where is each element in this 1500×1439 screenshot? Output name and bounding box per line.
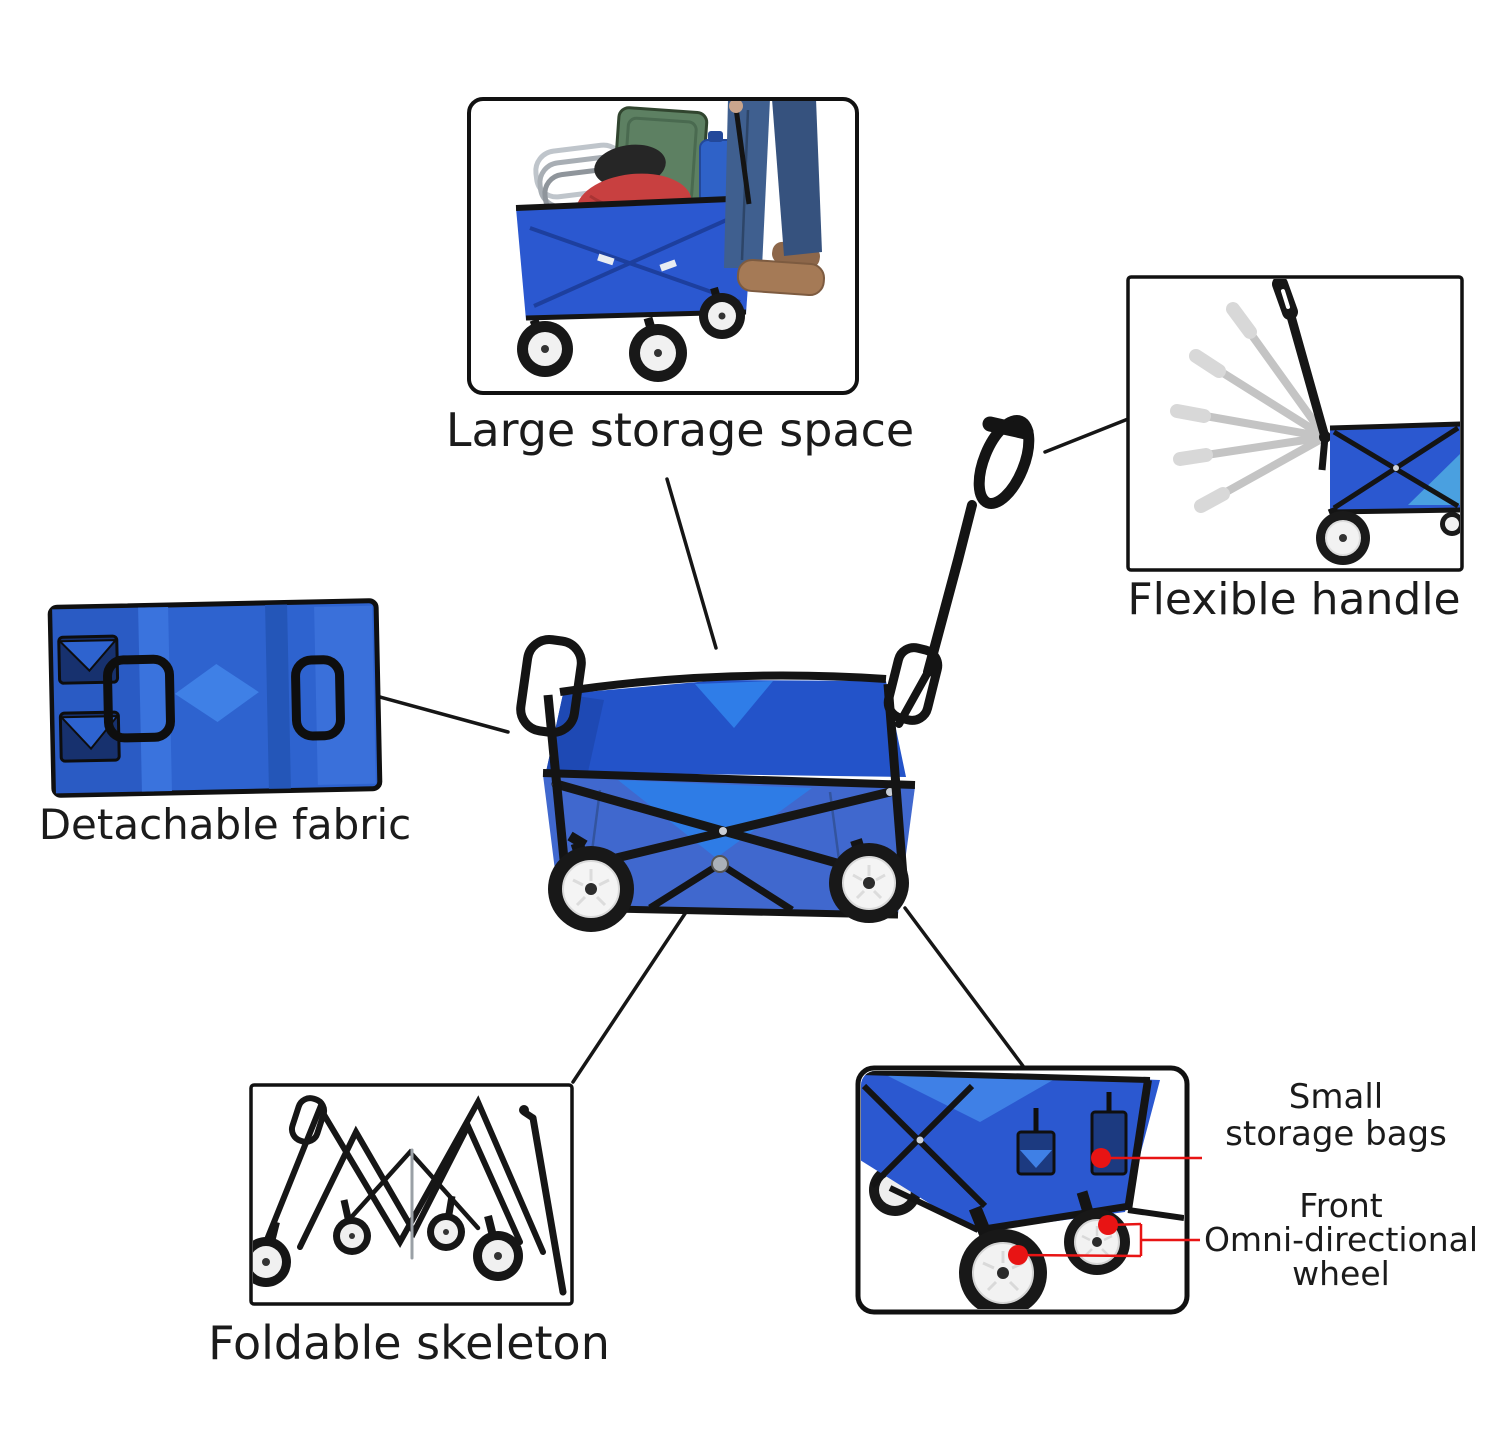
label-front-omni-wheel-line1: Front — [1299, 1186, 1383, 1225]
flex-panel-wagon — [1316, 421, 1460, 565]
wagon-pull-handle — [895, 415, 1035, 728]
label-detachable-fabric: Detachable fabric — [38, 800, 412, 849]
label-large-storage-space: Large storage space — [445, 403, 915, 457]
flexible-handle-illustration — [1170, 279, 1460, 565]
photo-wagon-wheels — [517, 286, 745, 382]
callout-line-fabric — [378, 695, 510, 734]
label-foldable-skeleton: Foldable skeleton — [208, 1316, 610, 1370]
annotation-red-lines — [1017, 1156, 1202, 1258]
fabric-handle-right — [291, 655, 345, 741]
annotation-red-dots — [1008, 1148, 1118, 1265]
label-small-storage-bags-line2: storage bags — [1225, 1114, 1447, 1154]
skeleton-wheels — [253, 1195, 523, 1287]
skeleton-handle — [529, 1114, 567, 1296]
wagon-left-handle-loop — [516, 635, 586, 737]
label-flexible-handle: Flexible handle — [1127, 574, 1461, 625]
fabric-center-flap — [174, 663, 259, 722]
label-small-storage-bags-line1: Small — [1288, 1077, 1384, 1117]
photo-wagon-handle — [733, 107, 752, 205]
label-front-omni-wheel-line3: wheel — [1292, 1254, 1390, 1293]
label-front-omni-wheel-line2: Omni-directional — [1203, 1220, 1479, 1259]
person-hand — [729, 101, 743, 113]
wagon-front-rim — [542, 769, 916, 789]
annotation-dot-wheel-right — [1098, 1215, 1118, 1235]
wagon-wheels — [548, 831, 909, 932]
callout-line-handle — [1043, 417, 1130, 454]
label-small-storage-bags: Small storage bags — [1202, 1079, 1470, 1153]
annotation-dot-storage-bag — [1091, 1148, 1111, 1168]
detachable-fabric-image — [47, 598, 383, 798]
annotation-line-wheel-left — [1017, 1253, 1142, 1258]
wagon-fold-joint — [711, 855, 729, 873]
active-handle — [1272, 279, 1331, 471]
main-wagon-image — [516, 415, 1035, 932]
fabric-handle-left — [103, 654, 175, 743]
annotation-dot-wheel-left — [1008, 1245, 1028, 1265]
foldable-skeleton-illustration — [253, 1095, 567, 1296]
wagon-back-rim — [559, 671, 887, 696]
photo-wagon-in-use — [515, 101, 825, 382]
callout-line-wheels — [903, 906, 1025, 1068]
ghost-handle-grips — [1170, 302, 1257, 513]
wheel-closeup-illustration — [861, 1071, 1184, 1309]
callout-line-storage — [665, 477, 718, 650]
label-front-omni-wheel: Front Omni-directional wheel — [1190, 1189, 1492, 1291]
closeup-front-wheels — [959, 1190, 1130, 1309]
photo-wagon-bin — [515, 195, 755, 321]
